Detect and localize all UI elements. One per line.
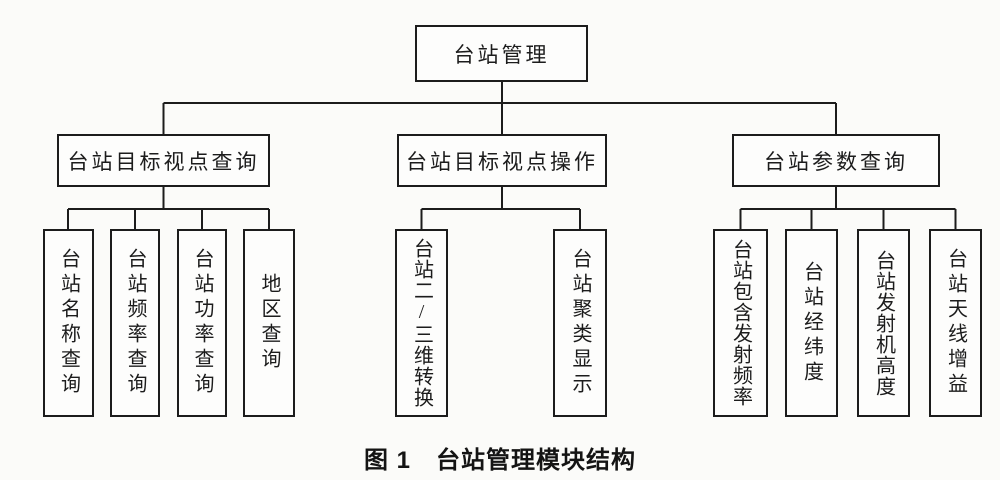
node-label: 台站名称查询 — [57, 248, 80, 398]
node-label: 台站管理 — [453, 42, 550, 67]
node-target-viewpoint-query: 台站目标视点查询 — [57, 134, 270, 187]
leaf-contained-tx-frequency: 台站包含发射频率 — [713, 229, 768, 417]
figure-caption: 图 1 台站管理模块结构 — [363, 447, 636, 474]
leaf-station-name-query: 台站名称查询 — [43, 229, 94, 417]
leaf-antenna-gain: 台站天线增益 — [929, 229, 982, 417]
leaf-region-query: 地区查询 — [243, 229, 295, 417]
node-label: 台站包含发射频率 — [729, 239, 752, 407]
leaf-station-frequency-query: 台站频率查询 — [110, 229, 160, 417]
node-label: 地区查询 — [258, 273, 280, 373]
node-label: 台站参数查询 — [764, 149, 908, 174]
node-label: 台站频率查询 — [124, 248, 146, 398]
node-label: 台站经纬度 — [800, 260, 823, 386]
node-label: 台站二/三维转换 — [410, 238, 433, 408]
node-label: 台站目标视点操作 — [406, 149, 598, 174]
node-station-management: 台站管理 — [415, 25, 588, 82]
leaf-cluster-display: 台站聚类显示 — [553, 229, 607, 417]
node-label: 台站功率查询 — [191, 248, 213, 398]
leaf-2d-3d-switch: 台站二/三维转换 — [395, 229, 448, 417]
leaf-station-power-query: 台站功率查询 — [177, 229, 227, 417]
node-label: 台站聚类显示 — [569, 248, 591, 398]
node-parameter-query: 台站参数查询 — [732, 134, 940, 187]
node-label: 台站天线增益 — [944, 248, 967, 398]
leaf-transmitter-height: 台站发射机高度 — [857, 229, 910, 417]
node-label: 台站目标视点查询 — [67, 149, 260, 174]
leaf-station-lat-lon: 台站经纬度 — [785, 229, 838, 417]
node-label: 台站发射机高度 — [872, 249, 895, 397]
node-target-viewpoint-operation: 台站目标视点操作 — [397, 134, 607, 187]
